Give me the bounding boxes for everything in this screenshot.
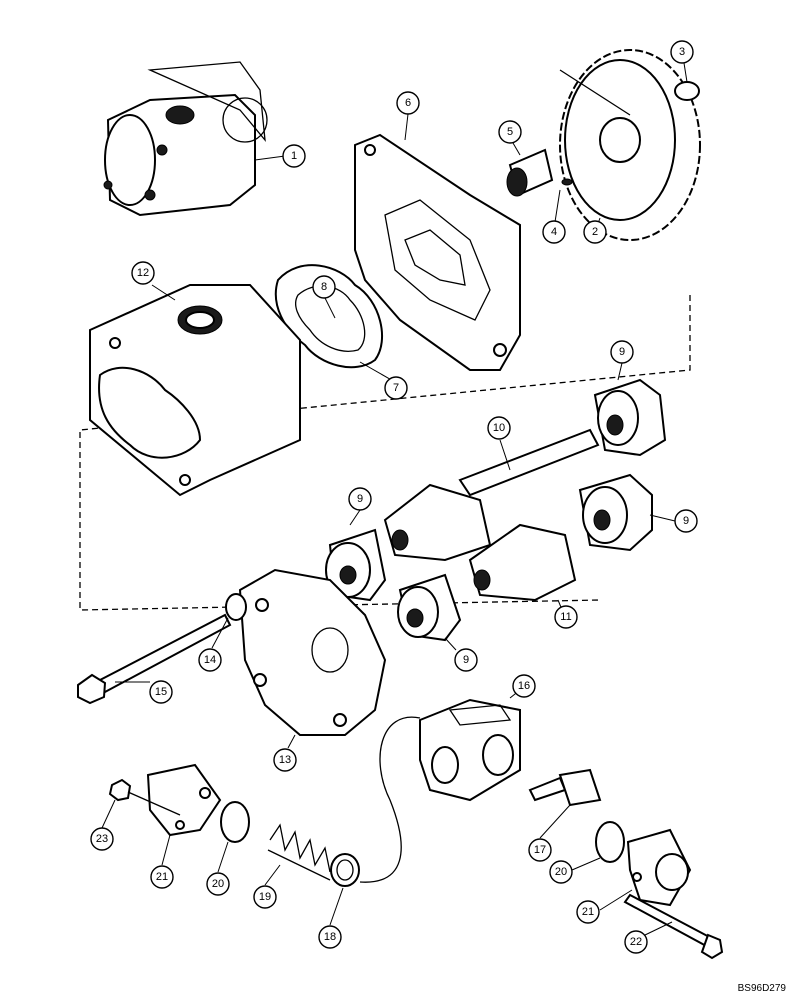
callout-9-lower: 9 [454,648,478,672]
svg-text:22: 22 [630,936,642,948]
bushing-drawing [506,148,554,197]
svg-text:21: 21 [582,906,594,918]
callout-3: 3 [670,40,694,64]
callout-16: 16 [512,674,536,698]
valve-housing-drawing [419,698,521,802]
callout-9-upper-left: 9 [348,487,372,511]
callout-13: 13 [273,748,297,772]
svg-text:9: 9 [683,515,689,527]
svg-text:21: 21 [156,871,168,883]
svg-text:10: 10 [493,422,505,434]
bearing-mid-left-drawing [325,528,387,602]
callout-5: 5 [498,120,522,144]
svg-text:9: 9 [619,346,625,358]
callout-9-top: 9 [610,340,634,364]
bearing-lower-drawing [397,573,462,642]
svg-text:13: 13 [279,754,291,766]
svg-text:1: 1 [291,150,297,162]
flow-path-line [359,716,421,883]
rear-cover-drawing [238,568,387,736]
callout-17: 17 [528,838,552,862]
svg-text:23: 23 [96,833,108,845]
callout-23: 23 [90,827,114,851]
bolt-long-drawing [77,613,232,705]
callout-12: 12 [131,261,155,285]
callout-8: 8 [312,275,336,299]
svg-text:6: 6 [405,97,411,109]
washer-drawing [225,593,247,621]
callout-4: 4 [542,220,566,244]
svg-text:20: 20 [555,866,567,878]
bolt-short-drawing [623,893,724,960]
svg-text:5: 5 [507,126,513,138]
svg-text:9: 9 [463,654,469,666]
leader-lines [101,62,688,936]
snap-ring-drawing [674,81,700,101]
callout-18: 18 [318,925,342,949]
svg-text:8: 8 [321,281,327,293]
svg-text:15: 15 [155,686,167,698]
callout-11: 11 [554,605,578,629]
callout-10: 10 [487,416,511,440]
svg-text:18: 18 [324,931,336,943]
svg-text:14: 14 [204,654,216,666]
callout-2: 2 [583,220,607,244]
bearing-top-right-drawing [593,378,667,457]
callout-14: 14 [198,648,222,672]
end-cap-left-drawing [146,763,222,837]
svg-text:19: 19 [259,891,271,903]
bearing-mid-right-drawing [578,473,653,552]
callout-21-left: 21 [150,865,174,889]
driven-gear-drawing [468,523,577,602]
o-ring-left-drawing [220,801,250,843]
callout-19: 19 [253,885,277,909]
svg-text:11: 11 [560,611,571,623]
svg-text:3: 3 [679,46,685,58]
fitting-drawing [108,778,181,816]
pump-body-drawing [89,284,301,497]
callout-6: 6 [396,91,420,115]
svg-text:17: 17 [534,844,546,856]
plug-drawing [330,853,360,887]
drive-gear-drawing [559,49,701,241]
svg-text:2: 2 [592,226,598,238]
svg-text:7: 7 [393,382,399,394]
callout-15: 15 [149,680,173,704]
callout-21-right: 21 [576,900,600,924]
end-cap-right-drawing [626,828,692,907]
spring-drawing [267,823,331,881]
valve-spool-drawing [528,768,602,807]
callout-20-left: 20 [206,872,230,896]
svg-text:12: 12 [137,267,149,279]
mounting-flange-drawing [354,133,521,371]
o-ring-right-drawing [595,821,625,863]
drawing-reference-number: BS96D279 [737,983,786,994]
svg-text:4: 4 [551,226,557,238]
callout-1: 1 [282,144,306,168]
key-drawing [561,178,573,186]
svg-text:20: 20 [212,878,224,890]
callout-9-right: 9 [674,509,698,533]
pump-assembly-drawing [103,61,268,217]
callout-7: 7 [384,376,408,400]
svg-text:16: 16 [518,680,530,692]
svg-text:9: 9 [357,493,363,505]
callout-20-right: 20 [549,860,573,884]
callout-22: 22 [624,930,648,954]
